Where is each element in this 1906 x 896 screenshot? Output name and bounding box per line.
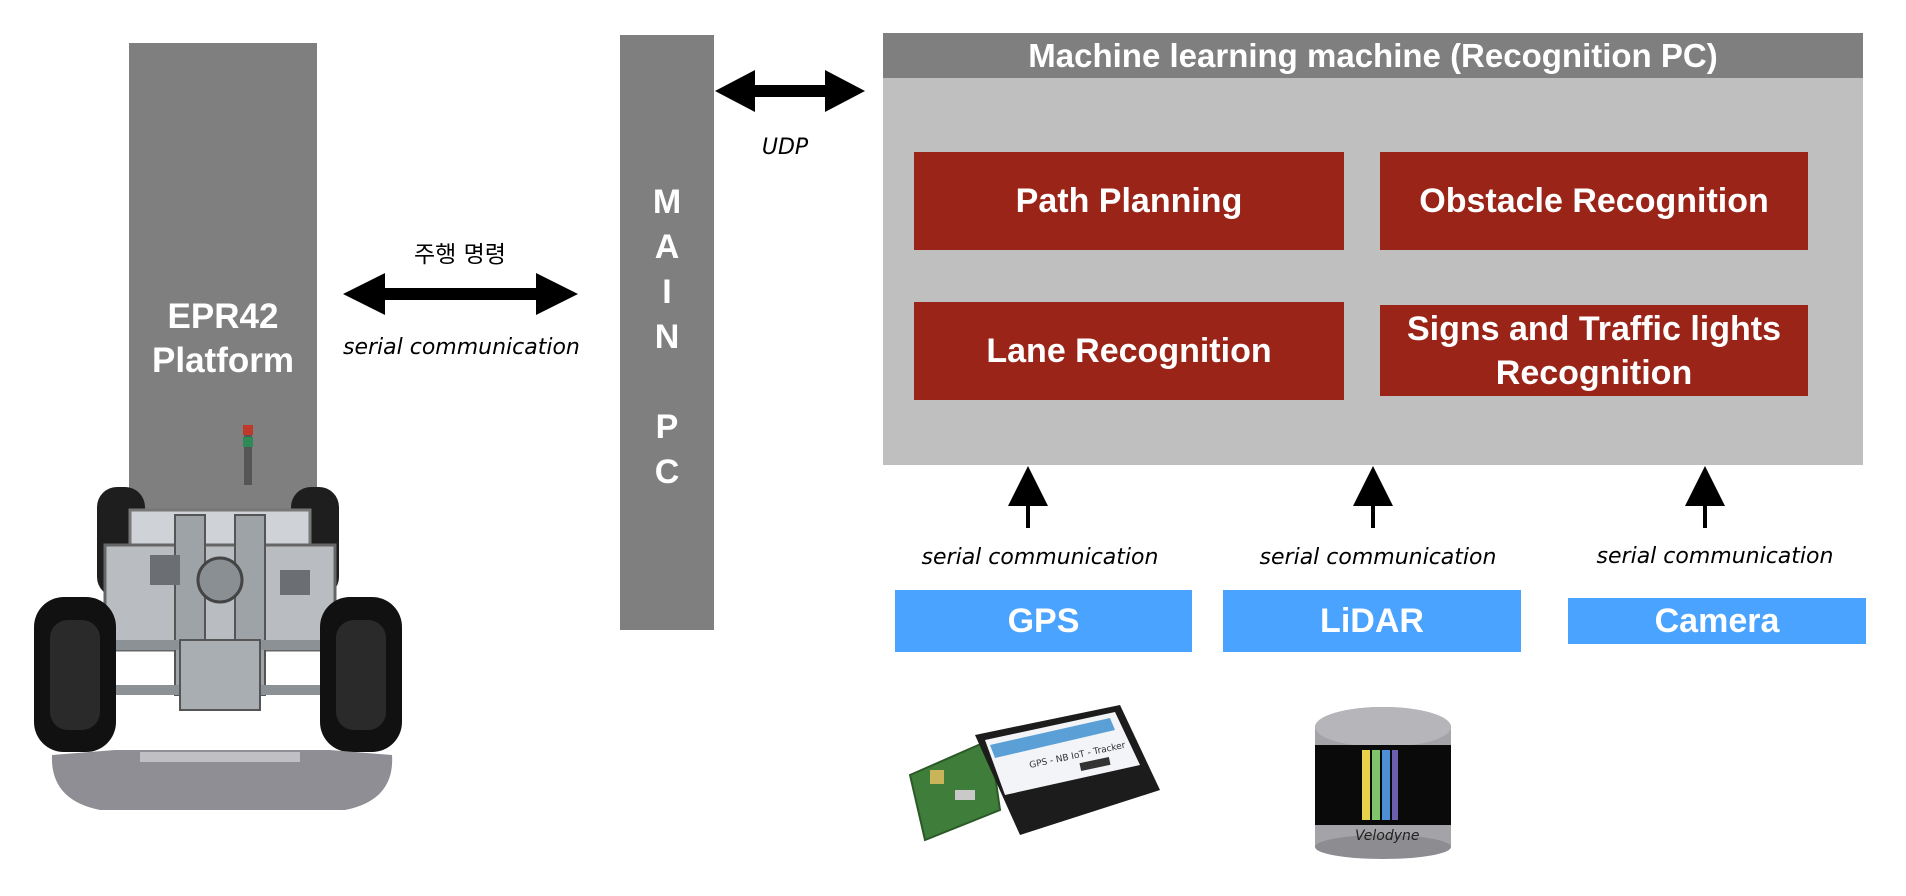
signs-module-line1: Signs and Traffic lights [1406, 309, 1782, 348]
main-pc-letter: I [662, 273, 672, 311]
signs-module-line2: Recognition [1495, 353, 1693, 392]
front-bumper [51, 750, 393, 810]
path-planning-module: Path Planning [914, 152, 1344, 250]
lidar-sensor-box: LiDAR [1223, 590, 1521, 652]
epr42-platform-label: EPR42 Platform [129, 295, 317, 383]
main-pc-letter: C [654, 453, 680, 491]
platform-link-arrow [343, 273, 578, 315]
signal-tower [244, 425, 252, 485]
main-pc-letter: P [655, 408, 679, 446]
gps-sensor-box: GPS [895, 590, 1192, 652]
camera-sensor-box: Camera [1568, 598, 1866, 644]
epr42-platform-column [129, 43, 317, 513]
drive-command-label: 주행 명령 [414, 242, 506, 268]
obstacle-recognition-module: Obstacle Recognition [1380, 152, 1808, 250]
recognition-pc-title: Machine learning machine (Recognition PC… [883, 33, 1863, 78]
lane-recognition-module: Lane Recognition [914, 302, 1344, 400]
epr42-label-line1: EPR42 [167, 297, 279, 336]
serial-communication-label-gps: serial communication [921, 545, 1159, 570]
main-pc-letter: N [654, 318, 680, 356]
serial-communication-label-camera: serial communication [1596, 544, 1834, 569]
main-pc-letter: M [652, 183, 682, 221]
gps-device-image: GPS - NB IoT - Tracker [908, 705, 1160, 842]
main-pc-label: M A I N P C [620, 180, 714, 495]
udp-label: UDP [761, 135, 809, 160]
epr42-label-line2: Platform [152, 341, 294, 380]
udp-link-arrow [715, 70, 865, 112]
serial-communication-label-lidar: serial communication [1259, 545, 1497, 570]
lidar-brand-text: Velodyne [1355, 828, 1419, 844]
lidar-device-image: Velodyne [1315, 707, 1451, 859]
main-pc-column [620, 35, 714, 630]
serial-communication-label-main: serial communication [343, 335, 580, 360]
signs-traffic-lights-module: Signs and Traffic lights Recognition [1380, 305, 1808, 396]
main-pc-letter: A [654, 228, 680, 266]
